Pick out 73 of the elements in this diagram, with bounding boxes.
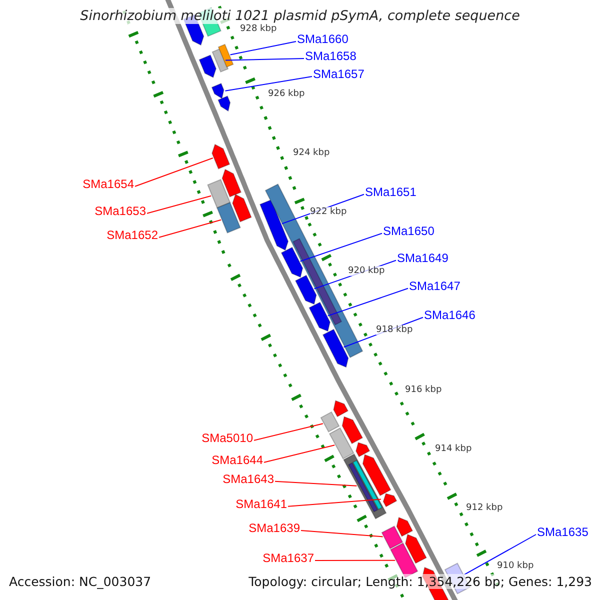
leader-line — [274, 480, 358, 486]
gene-block — [207, 178, 231, 208]
leader-line — [288, 498, 382, 507]
leader-line — [158, 219, 222, 238]
leader-line — [254, 423, 324, 441]
gene-feature — [212, 144, 230, 170]
gene-feature — [333, 400, 349, 418]
gene-label: SMa1660 — [297, 33, 348, 46]
gene-block — [216, 202, 241, 234]
gene-label: SMa1644 — [212, 454, 263, 467]
accession-text: Accession: NC_003037 — [9, 574, 152, 589]
gene-label: SMa1657 — [313, 68, 364, 81]
gene-block — [390, 542, 418, 578]
gene-feature — [198, 54, 217, 78]
gene-feature — [222, 168, 242, 198]
gene-feature — [396, 516, 414, 537]
scale-label: 922 kbp — [310, 207, 347, 217]
gene-label: SMa1647 — [409, 280, 460, 293]
gene-feature — [280, 246, 304, 278]
leader-line — [224, 76, 312, 92]
gene-label: SMa1649 — [397, 252, 448, 265]
leader-line — [327, 288, 408, 316]
gene-label: SMa1641 — [236, 498, 287, 511]
map-title: Sinorhizobium meliloti 1021 plasmid pSymA, complete sequence — [80, 8, 520, 24]
gene-feature — [362, 454, 392, 496]
gene-label: SMa1635 — [537, 526, 588, 539]
scale-label: 926 kbp — [268, 89, 305, 99]
leader-line — [230, 41, 296, 56]
gene-feature — [382, 493, 398, 508]
sequence-info-text: Topology: circular; Length: 1,354,226 bp; Genes: 1,293 — [248, 574, 592, 589]
gene-block — [348, 462, 378, 512]
scale-label: 928 kbp — [240, 24, 277, 34]
scale-label: 916 kbp — [405, 385, 442, 395]
gene-feature — [342, 416, 364, 444]
gene-label: SMa1658 — [305, 50, 356, 63]
leader-line — [264, 444, 336, 463]
gene-block — [381, 526, 404, 550]
scale-label: 914 kbp — [435, 444, 472, 454]
gene-feature — [294, 274, 317, 305]
scale-label: 924 kbp — [293, 148, 330, 158]
gene-label: SMa1637 — [262, 552, 314, 565]
scale-label: 920 kbp — [348, 266, 385, 276]
gene-feature — [211, 82, 224, 100]
leader-line — [134, 158, 214, 187]
gene-block — [320, 411, 340, 432]
gene-feature — [322, 328, 349, 368]
gene-block — [218, 44, 234, 68]
leader-line — [300, 530, 384, 538]
gene-feature — [308, 302, 331, 332]
leader-line — [300, 232, 382, 262]
gene-label: SMa1646 — [424, 309, 476, 322]
gene-feature — [404, 534, 427, 564]
gene-label: SMa1654 — [82, 178, 134, 191]
gene-label: SMa1651 — [365, 186, 416, 199]
leader-line — [314, 560, 396, 561]
gene-label: SMa1652 — [106, 229, 158, 242]
leader-line — [464, 534, 536, 576]
leader-line — [225, 58, 304, 61]
gene-block — [328, 427, 354, 460]
gene-feature — [259, 199, 289, 251]
gene-block — [343, 453, 387, 520]
scale-label: 918 kbp — [376, 325, 413, 335]
gene-block — [352, 460, 383, 510]
gene-label: SMa1653 — [94, 205, 146, 218]
gene-label: SMa1639 — [248, 522, 300, 535]
scale-label: 912 kbp — [466, 503, 503, 513]
gene-feature — [218, 95, 231, 112]
scale-label: 910 kbp — [497, 561, 534, 571]
gene-label: SMa1650 — [383, 225, 434, 238]
gene-label: SMa1643 — [222, 473, 274, 486]
gene-block — [292, 238, 342, 326]
gene-feature — [232, 194, 252, 222]
gene-label: SMa5010 — [202, 432, 253, 445]
